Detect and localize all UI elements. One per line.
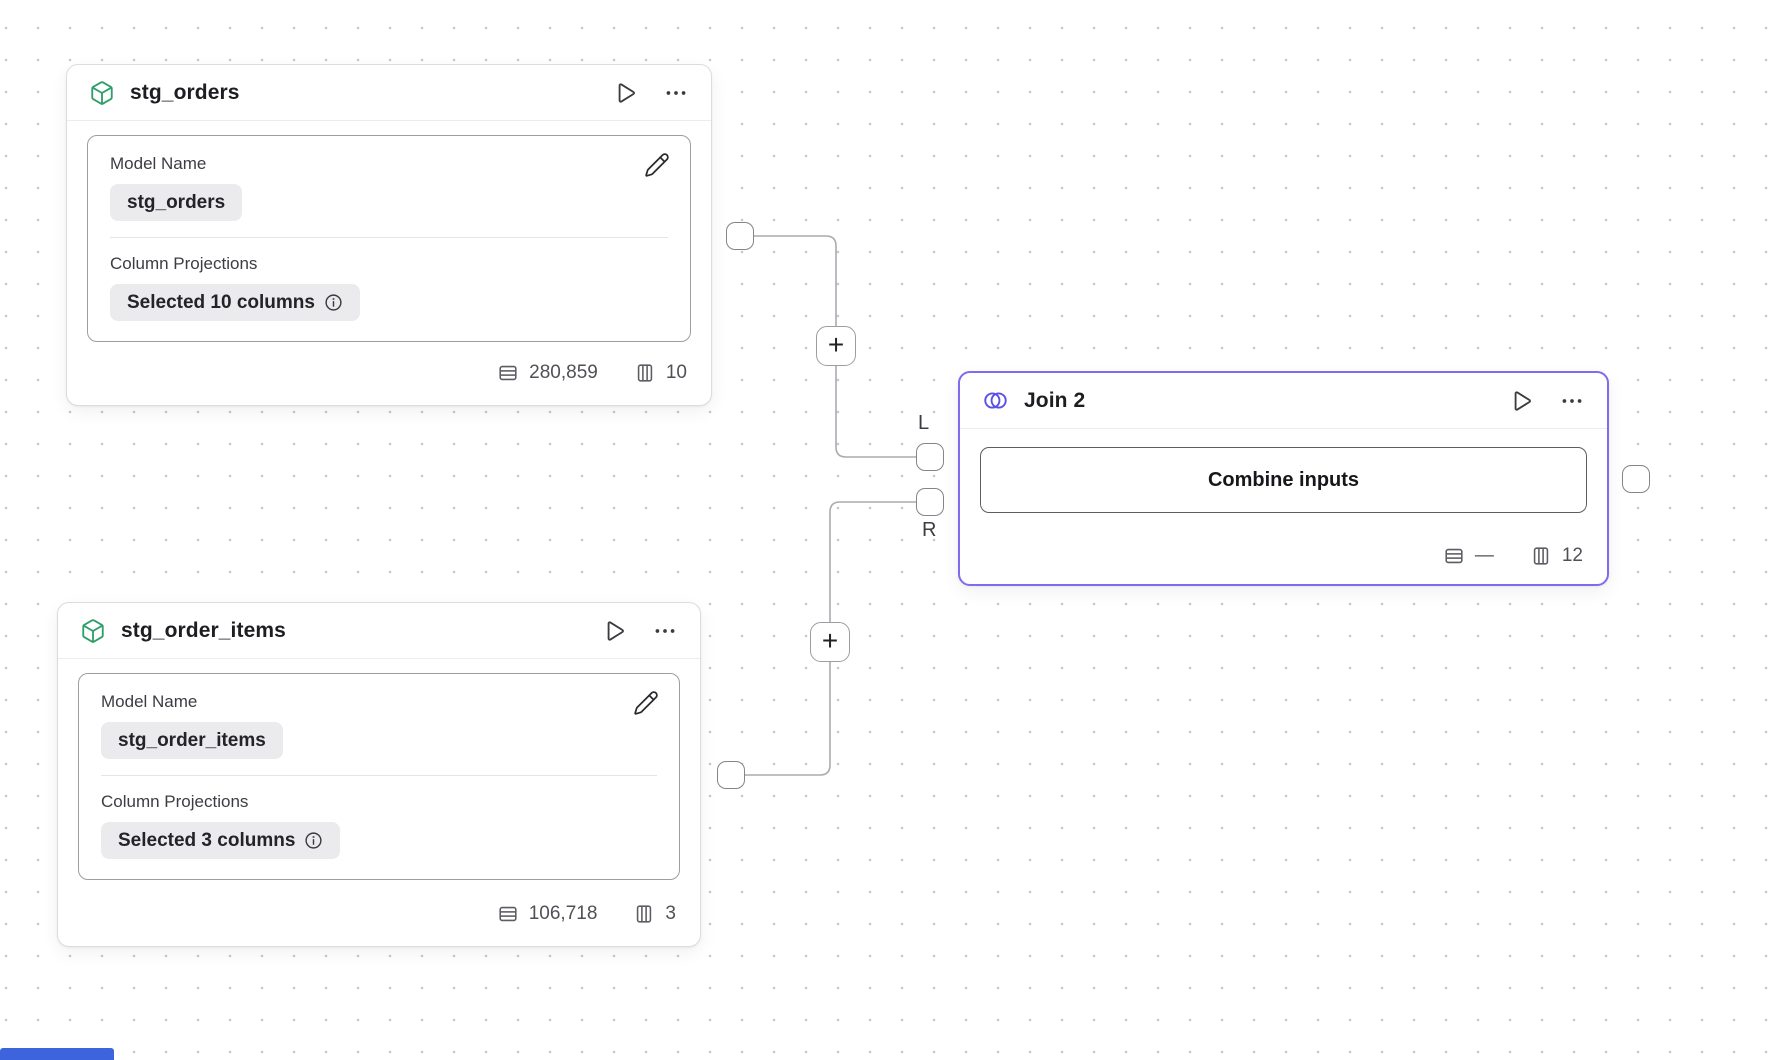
run-node-button[interactable] xyxy=(1508,388,1534,414)
column-projections-badge[interactable]: Selected 3 columns xyxy=(101,822,341,859)
port-join-left-input[interactable] xyxy=(916,443,944,471)
column-count-icon xyxy=(1530,545,1552,567)
combine-inputs-button[interactable]: Combine inputs xyxy=(980,447,1587,513)
node-footer: — 12 xyxy=(960,528,1607,584)
column-projections-label: Column Projections xyxy=(101,792,249,811)
model-name-label: Model Name xyxy=(101,692,198,711)
node-footer: 106,718 3 xyxy=(58,882,700,946)
node-menu-button[interactable] xyxy=(663,80,689,106)
port-join-output[interactable] xyxy=(1622,465,1650,493)
cube-icon xyxy=(80,618,106,644)
node-header: stg_orders xyxy=(67,65,711,121)
right-port-label: R xyxy=(922,519,937,541)
row-count-icon xyxy=(497,903,519,925)
node-header: stg_order_items xyxy=(58,603,700,659)
row-count-icon xyxy=(497,362,519,384)
model-name-badge[interactable]: stg_order_items xyxy=(101,722,283,759)
node-title: Join 2 xyxy=(1024,388,1086,412)
port-join-right-input[interactable] xyxy=(916,488,944,516)
column-count-value: 3 xyxy=(665,903,676,924)
card-divider xyxy=(101,775,657,776)
edit-pencil-icon[interactable] xyxy=(633,690,659,716)
run-node-button[interactable] xyxy=(612,80,638,106)
model-name-label: Model Name xyxy=(110,154,207,173)
cube-icon xyxy=(89,80,115,106)
port-stg-order-items-output[interactable] xyxy=(717,761,745,789)
port-stg-orders-output[interactable] xyxy=(726,222,754,250)
bottom-left-accent-bar xyxy=(0,1048,114,1060)
column-count-icon xyxy=(633,903,655,925)
run-node-button[interactable] xyxy=(601,618,627,644)
node-config-card: Model Name stg_order_items Column Projec… xyxy=(78,673,680,880)
add-node-on-edge-button-top[interactable]: + xyxy=(816,326,856,366)
model-name-badge[interactable]: stg_orders xyxy=(110,184,243,221)
node-header: Join 2 xyxy=(960,373,1607,429)
left-port-label: L xyxy=(918,412,930,434)
node-join-2[interactable]: Join 2 Combine inputs — 12 xyxy=(958,371,1609,586)
column-count-value: 12 xyxy=(1561,545,1583,566)
row-count-value: 280,859 xyxy=(529,362,598,383)
card-divider xyxy=(110,237,668,238)
node-stg-orders[interactable]: stg_orders Model Name stg_orders Column … xyxy=(66,64,712,406)
column-count-value: 10 xyxy=(665,362,687,383)
join-venn-icon xyxy=(982,387,1009,414)
edit-pencil-icon[interactable] xyxy=(644,152,670,178)
column-count-icon xyxy=(634,362,656,384)
info-icon[interactable] xyxy=(324,293,343,312)
row-count-icon xyxy=(1443,545,1465,567)
row-count-value: — xyxy=(1474,545,1494,566)
column-projections-badge[interactable]: Selected 10 columns xyxy=(110,284,360,321)
node-title: stg_order_items xyxy=(121,618,286,642)
row-count-value: 106,718 xyxy=(528,903,598,924)
add-node-on-edge-button-bottom[interactable]: + xyxy=(810,622,850,662)
column-projections-label: Column Projections xyxy=(110,254,258,273)
info-icon[interactable] xyxy=(304,831,323,850)
node-stg-order-items[interactable]: stg_order_items Model Name stg_order_ite… xyxy=(57,602,701,947)
node-menu-button[interactable] xyxy=(1559,388,1585,414)
node-menu-button[interactable] xyxy=(652,618,678,644)
node-title: stg_orders xyxy=(130,80,240,104)
node-config-card: Model Name stg_orders Column Projections… xyxy=(87,135,691,342)
node-footer: 280,859 10 xyxy=(67,341,711,405)
